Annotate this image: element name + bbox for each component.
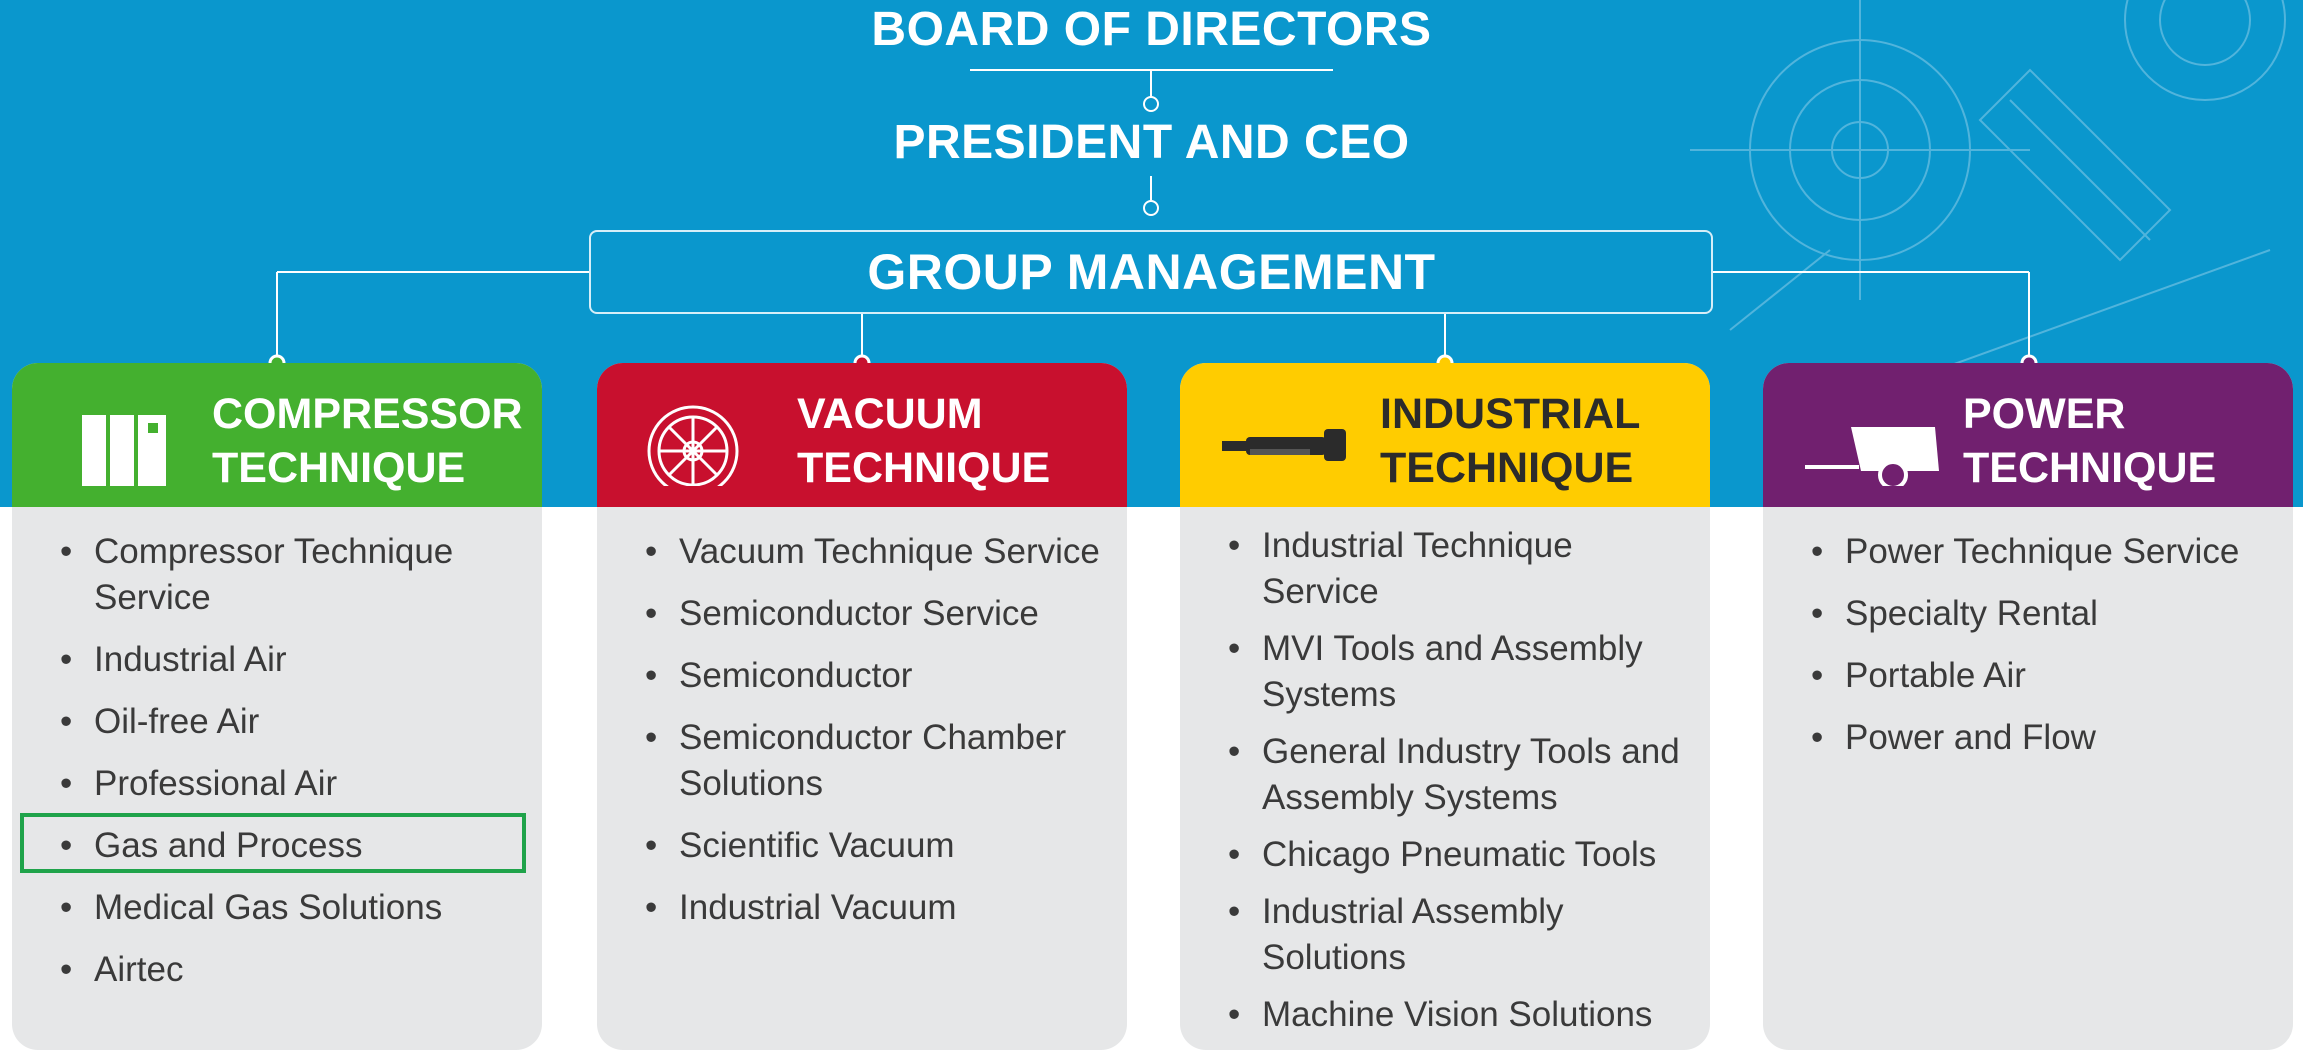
division-title: COMPRESSOR TECHNIQUE [212, 390, 523, 492]
list-item: Scientific Vacuum [645, 823, 1107, 869]
technical-drawing-decoration [1690, 0, 2286, 380]
list-item: Compressor Technique Service [60, 529, 522, 621]
list-item-highlighted: Gas and Process [60, 823, 522, 869]
list-item: General Industry Tools and Assembly Syst… [1228, 729, 1690, 821]
card-header: VACUUM TECHNIQUE [597, 363, 1127, 507]
group-management-label: GROUP MANAGEMENT [867, 244, 1436, 300]
card-header: POWER TECHNIQUE [1763, 363, 2293, 507]
card-header: COMPRESSOR TECHNIQUE [12, 363, 542, 507]
division-title: INDUSTRIAL TECHNIQUE [1380, 390, 1641, 492]
vacuum-pump-wheel-icon [647, 405, 739, 486]
list-item: Specialty Rental [1811, 591, 2273, 637]
list-item: Industrial Technique Service [1228, 523, 1690, 615]
org-connectors [268, 69, 2038, 372]
division-item-list: Compressor Technique Service Industrial … [60, 529, 522, 1009]
board-ceo-node [1143, 96, 1159, 112]
group-management-box [589, 230, 1713, 314]
list-item: Medical Gas Solutions [60, 885, 522, 931]
list-item: Semiconductor Chamber Solutions [645, 715, 1107, 807]
ceo-gm-node [1143, 200, 1159, 216]
division-card-compressor: COMPRESSOR TECHNIQUE Compressor Techniqu… [12, 363, 542, 1050]
list-item: Industrial Vacuum [645, 885, 1107, 931]
list-item: Airtec [60, 947, 522, 993]
division-item-list: Power Technique Service Specialty Rental… [1811, 529, 2273, 777]
board-of-directors-label: BOARD OF DIRECTORS [871, 3, 1432, 56]
list-item: Professional Air [60, 761, 522, 807]
president-ceo-label: PRESIDENT AND CEO [893, 116, 1410, 169]
list-item: Oil-free Air [60, 699, 522, 745]
compressor-icon [82, 415, 166, 486]
list-item: Machine Vision Solutions [1228, 992, 1690, 1038]
power-tool-icon [1222, 429, 1346, 461]
list-item: Chicago Pneumatic Tools [1228, 832, 1690, 878]
list-item: Semiconductor Service [645, 591, 1107, 637]
division-title: POWER TECHNIQUE [1963, 390, 2217, 492]
division-card-power: POWER TECHNIQUE Power Technique Service … [1763, 363, 2293, 1050]
list-item: Industrial Air [60, 637, 522, 683]
division-title: VACUUM TECHNIQUE [797, 390, 1051, 492]
highlight-box-gas-and-process [20, 813, 526, 873]
card-header: INDUSTRIAL TECHNIQUE [1180, 363, 1710, 507]
list-item: Portable Air [1811, 653, 2273, 699]
portable-compressor-trailer-icon [1805, 427, 1939, 486]
division-item-list: Vacuum Technique Service Semiconductor S… [645, 529, 1107, 947]
list-item: Vacuum Technique Service [645, 529, 1107, 575]
list-item: Power Technique Service [1811, 529, 2273, 575]
division-card-vacuum: VACUUM TECHNIQUE Vacuum Technique Servic… [597, 363, 1127, 1050]
division-card-industrial: INDUSTRIAL TECHNIQUE Industrial Techniqu… [1180, 363, 1710, 1050]
list-item: Industrial Assembly Solutions [1228, 889, 1690, 981]
list-item: MVI Tools and Assembly Systems [1228, 626, 1690, 718]
list-item: Semiconductor [645, 653, 1107, 699]
division-item-list: Industrial Technique Service MVI Tools a… [1228, 523, 1690, 1049]
list-item: Power and Flow [1811, 715, 2273, 761]
